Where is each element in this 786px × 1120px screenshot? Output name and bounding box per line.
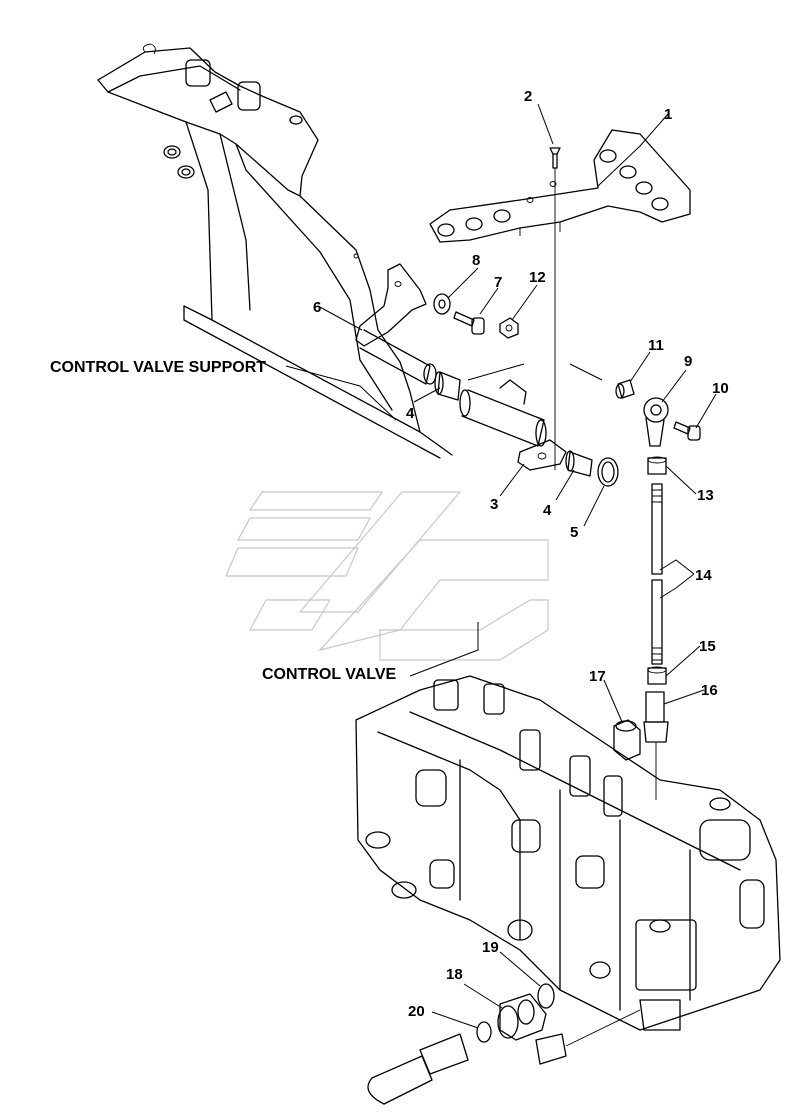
callout-5: 5 [570,524,578,541]
callout-9: 9 [684,353,692,370]
bushing-part-4-b [565,450,593,477]
callout-15: 15 [699,638,716,655]
ring-part-5 [597,457,619,487]
callout-20: 20 [408,1003,425,1020]
nut-part-15 [647,666,667,685]
washer-part-8 [433,293,451,315]
callout-12: 12 [529,269,546,286]
pivot-tube-part-3 [459,379,567,471]
callout-4-upper: 4 [406,405,415,422]
bracket-plate-part-1 [429,129,691,243]
control-valve-support-frame [97,43,453,459]
rod-end-part-9 [643,397,669,447]
clevis-part-16 [643,691,669,800]
callout-3: 3 [490,496,498,513]
nut-part-12 [499,317,519,339]
screw-part-2 [549,147,561,470]
callout-6: 6 [313,299,321,316]
fitting-part-18 [497,993,547,1041]
callout-1: 1 [664,106,672,123]
bushing-part-11 [615,379,635,399]
control-valve-support-label: CONTROL VALVE SUPPORT [50,359,266,376]
callout-19: 19 [482,939,499,956]
callout-13: 13 [697,487,714,504]
bolt-part-7 [453,311,485,335]
sensor-connector [367,1009,641,1105]
callout-7: 7 [494,274,502,291]
callout-18: 18 [446,966,463,983]
callout-14: 14 [695,567,712,584]
callout-17: 17 [589,668,606,685]
o-ring-part-19 [537,983,555,1009]
callout-8: 8 [472,252,480,269]
control-valve-block [355,675,781,1031]
nut-part-13 [647,456,667,475]
watermark-logo [225,491,549,661]
pin-plate-part-6 [355,263,437,385]
callout-4-lower: 4 [543,502,552,519]
callout-2: 2 [524,88,532,105]
bolt-part-10 [673,421,701,441]
bushing-part-4-a [434,371,461,401]
o-ring-part-20 [476,1021,492,1043]
callout-10: 10 [712,380,729,397]
threaded-rod-part-14 [651,483,663,665]
callout-11: 11 [648,337,664,354]
clip-part-17 [613,719,641,761]
leader-lines [285,103,717,1029]
callout-16: 16 [701,682,718,699]
control-valve-label: CONTROL VALVE [262,666,397,683]
